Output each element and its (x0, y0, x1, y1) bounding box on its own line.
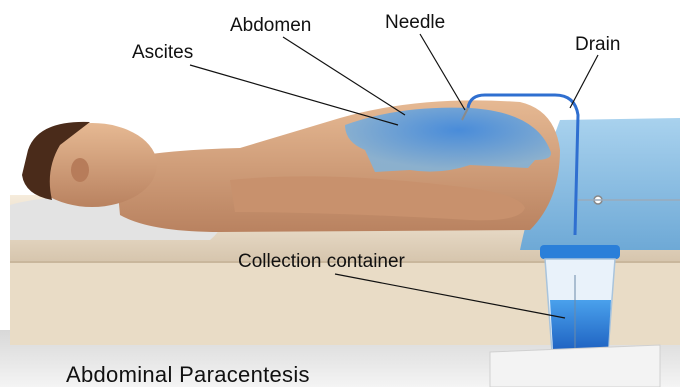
container-cap (540, 245, 620, 259)
label-ascites: Ascites (132, 43, 193, 62)
container-fluid (550, 300, 611, 350)
label-needle: Needle (385, 13, 445, 32)
label-abdomen: Abdomen (230, 16, 311, 35)
label-drain: Drain (575, 35, 620, 54)
label-collection-container: Collection container (238, 252, 405, 271)
container-stand (490, 345, 660, 387)
figure-title: Abdominal Paracentesis (66, 364, 310, 386)
patient-ear (71, 158, 89, 182)
